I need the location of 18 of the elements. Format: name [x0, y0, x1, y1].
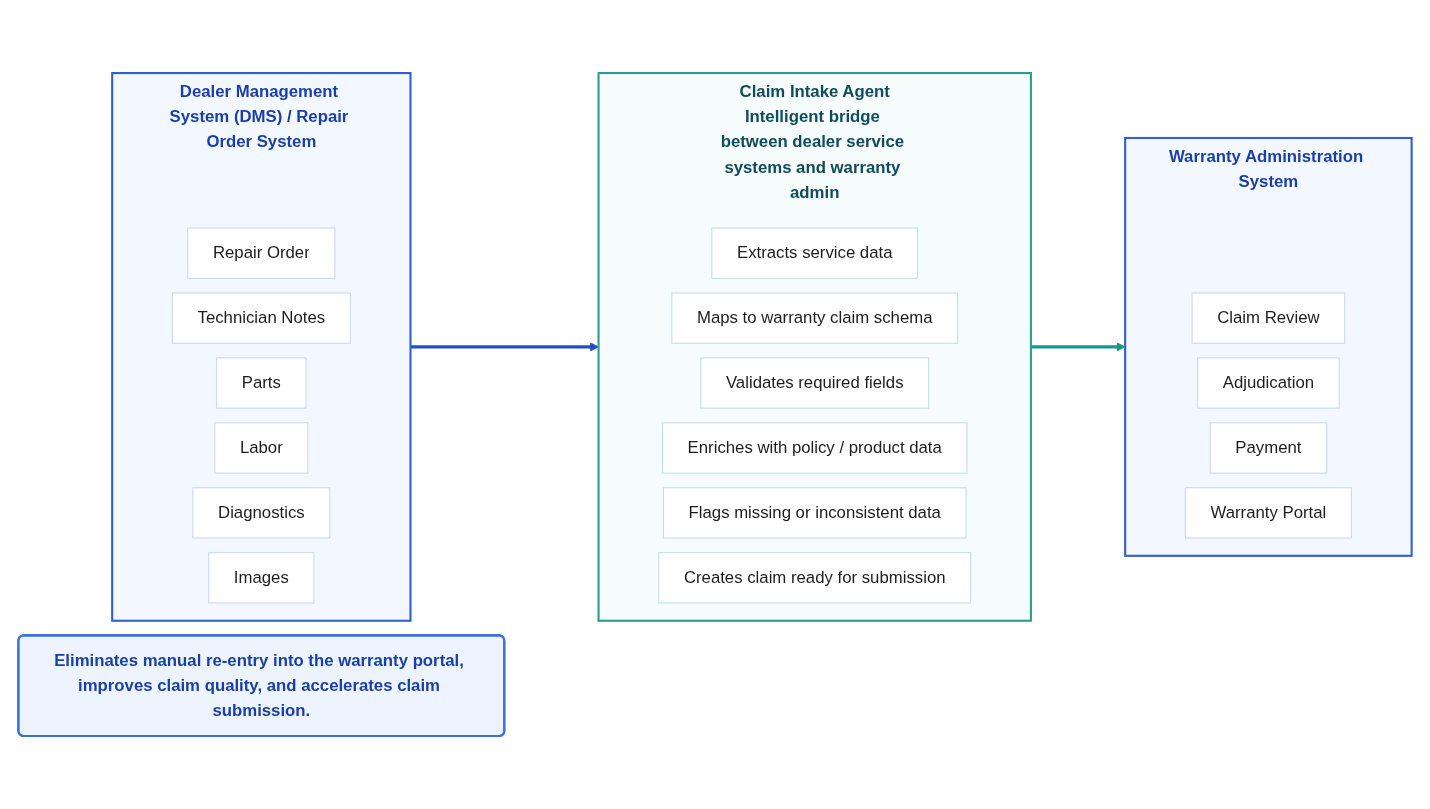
node-box: Adjudication: [1197, 357, 1340, 409]
arrow: [1030, 342, 1126, 352]
node-box: Payment: [1209, 422, 1328, 474]
node-box: Warranty Portal: [1184, 487, 1352, 539]
node-box: Images: [208, 552, 315, 604]
node-box: Creates claim ready for submission: [658, 552, 972, 604]
node-box: Maps to warranty claim schema: [671, 292, 959, 344]
node-box: Extracts service data: [711, 227, 919, 279]
node-box: Enriches with policy / product data: [661, 422, 968, 474]
node-box: Diagnostics: [192, 487, 331, 539]
node-box: Repair Order: [187, 227, 336, 279]
node-box: Flags missing or inconsistent data: [662, 487, 967, 539]
arrow: [410, 342, 599, 352]
node-box: Labor: [214, 422, 309, 474]
node-box: Validates required fields: [700, 357, 930, 409]
node-box: Parts: [216, 357, 307, 409]
node-box: Technician Notes: [171, 292, 351, 344]
node-box: Claim Review: [1191, 292, 1346, 344]
